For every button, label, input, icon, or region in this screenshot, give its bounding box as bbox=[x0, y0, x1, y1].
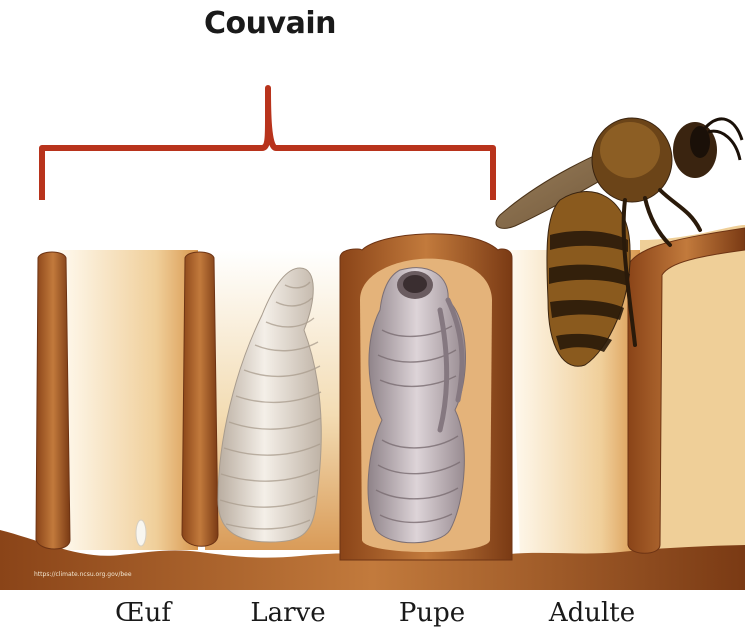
egg bbox=[136, 520, 146, 546]
couvain-bracket bbox=[42, 88, 493, 200]
label-larve: Larve bbox=[223, 598, 353, 628]
label-pupe: Pupe bbox=[367, 598, 497, 628]
page-title: Couvain bbox=[200, 6, 340, 41]
pupa bbox=[368, 268, 465, 543]
image-credit: https://climate.ncsu.org.gov/bee bbox=[34, 571, 132, 578]
label-adulte: Adulte bbox=[527, 598, 657, 628]
label-oeuf: Œuf bbox=[78, 598, 208, 628]
